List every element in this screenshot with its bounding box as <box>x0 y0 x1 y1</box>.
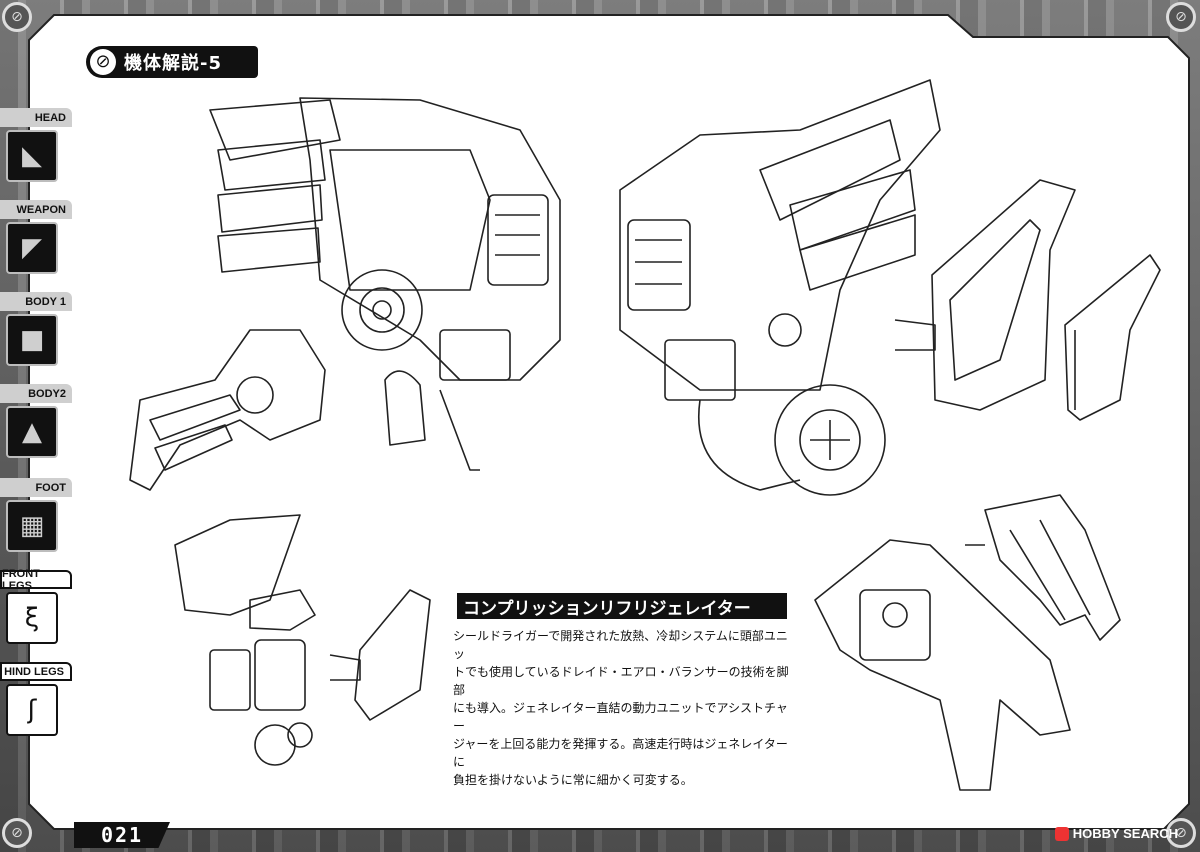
nav-item-body2[interactable]: BODY2 ▲ <box>0 384 72 458</box>
corner-gear-icon: ⊘ <box>1166 818 1196 848</box>
callout-line: 負担を掛けないように常に細かく可変する。 <box>453 773 693 787</box>
armor-plate-drawings <box>894 179 1161 421</box>
head-icon: ◣ <box>6 130 58 182</box>
corner-gear-icon: ⊘ <box>1166 2 1196 32</box>
nav-label: BODY 1 <box>0 292 72 311</box>
nav-label: HEAD <box>0 108 72 127</box>
foot-icon: ▦ <box>6 500 58 552</box>
exploded-parts-drawing <box>174 514 431 766</box>
nav-item-body1[interactable]: BODY 1 ■ <box>0 292 72 366</box>
nav-item-hind-legs[interactable]: HIND LEGS ʃ <box>0 662 72 736</box>
nav-label: WEAPON <box>0 200 72 219</box>
nav-item-weapon[interactable]: WEAPON ◤ <box>0 200 72 274</box>
nav-item-foot[interactable]: FOOT ▦ <box>0 478 72 552</box>
page-number: 021 <box>74 822 170 848</box>
watermark: HOBBY SEARCH <box>1054 826 1178 841</box>
corner-gear-icon: ⊘ <box>2 818 32 848</box>
nav-label: FOOT <box>0 478 72 497</box>
claw-assembly-drawing <box>814 494 1121 791</box>
front-leg-drawing-right <box>619 79 941 496</box>
callout-line: にも導入。ジェネレイター直結の動力ユニットでアシストチャー <box>453 701 788 733</box>
corner-gear-icon: ⊘ <box>2 2 32 32</box>
callout-line: ジャーを上回る能力を発揮する。高速走行時はジェネレイターに <box>453 737 788 769</box>
nav-item-head[interactable]: HEAD ◣ <box>0 108 72 182</box>
body2-icon: ▲ <box>6 406 58 458</box>
hobby-search-logo-icon <box>1054 826 1069 841</box>
leg-joint-drawing <box>129 329 326 491</box>
section-title: ⊘ 機体解説-5 <box>86 46 258 78</box>
gear-icon: ⊘ <box>90 49 116 75</box>
nav-label: FRONT LEGS <box>0 568 72 592</box>
nav-item-front-legs[interactable]: FRONT LEGS ξ <box>0 568 72 644</box>
body1-icon: ■ <box>6 314 58 366</box>
nav-label: BODY2 <box>0 384 72 403</box>
callout-line: シールドライガーで開発された放熱、冷却システムに頭部ユニッ <box>453 629 788 661</box>
nav-label: HIND LEGS <box>0 662 72 681</box>
watermark-text: HOBBY SEARCH <box>1072 826 1178 841</box>
front-leg-drawing-left <box>209 97 561 471</box>
hind-legs-icon: ʃ <box>6 684 58 736</box>
weapon-icon: ◤ <box>6 222 58 274</box>
callout-title: コンプリッションリフリジェレイター <box>457 593 787 619</box>
callout-body: シールドライガーで開発された放熱、冷却システムに頭部ユニッ トでも使用しているド… <box>453 627 793 789</box>
section-title-text: 機体解説-5 <box>124 53 222 74</box>
callout-line: トでも使用しているドレイド・エアロ・バランサーの技術を脚部 <box>453 665 789 697</box>
front-legs-icon: ξ <box>6 592 58 644</box>
